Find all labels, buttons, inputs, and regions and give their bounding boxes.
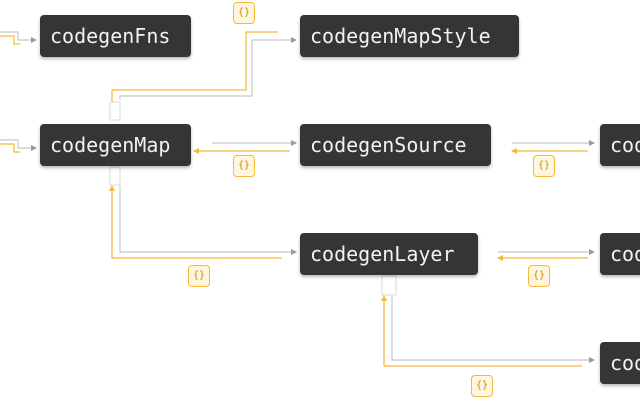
edge-codegenMap-codegenLayer [109,185,297,259]
object-badge-icon[interactable]: {} [533,155,555,177]
edge-into-codegenMap [0,139,37,153]
object-badge-icon[interactable]: {} [233,155,255,177]
edge-codegenLayer-offscreen-3 [381,295,595,367]
node-codegenLayer[interactable]: codegenLayer [300,233,478,275]
node-codegenFns[interactable]: codegenFns [40,15,191,57]
node-codegenSource[interactable]: codegenSource [300,124,491,166]
edge-codegenMap-codegenMapStyle [109,31,297,121]
node-offscreen-1[interactable]: cod [600,124,640,166]
node-codegenMapStyle[interactable]: codegenMapStyle [300,15,519,57]
node-codegenMap[interactable]: codegenMap [40,124,191,166]
node-offscreen-2[interactable]: cod [600,233,640,275]
object-badge-icon[interactable]: {} [528,265,550,287]
object-badge-icon[interactable]: {} [233,2,255,24]
edge-codegenSource-offscreen [511,140,595,154]
edge-codegenMap-codegenSource [193,140,297,154]
object-badge-icon[interactable]: {} [471,375,493,397]
edge-codegenLayer-offscreen [497,249,595,261]
edge-into-codegenFns [0,31,37,45]
object-badge-icon[interactable]: {} [188,265,210,287]
node-offscreen-3[interactable]: cod [600,342,640,384]
